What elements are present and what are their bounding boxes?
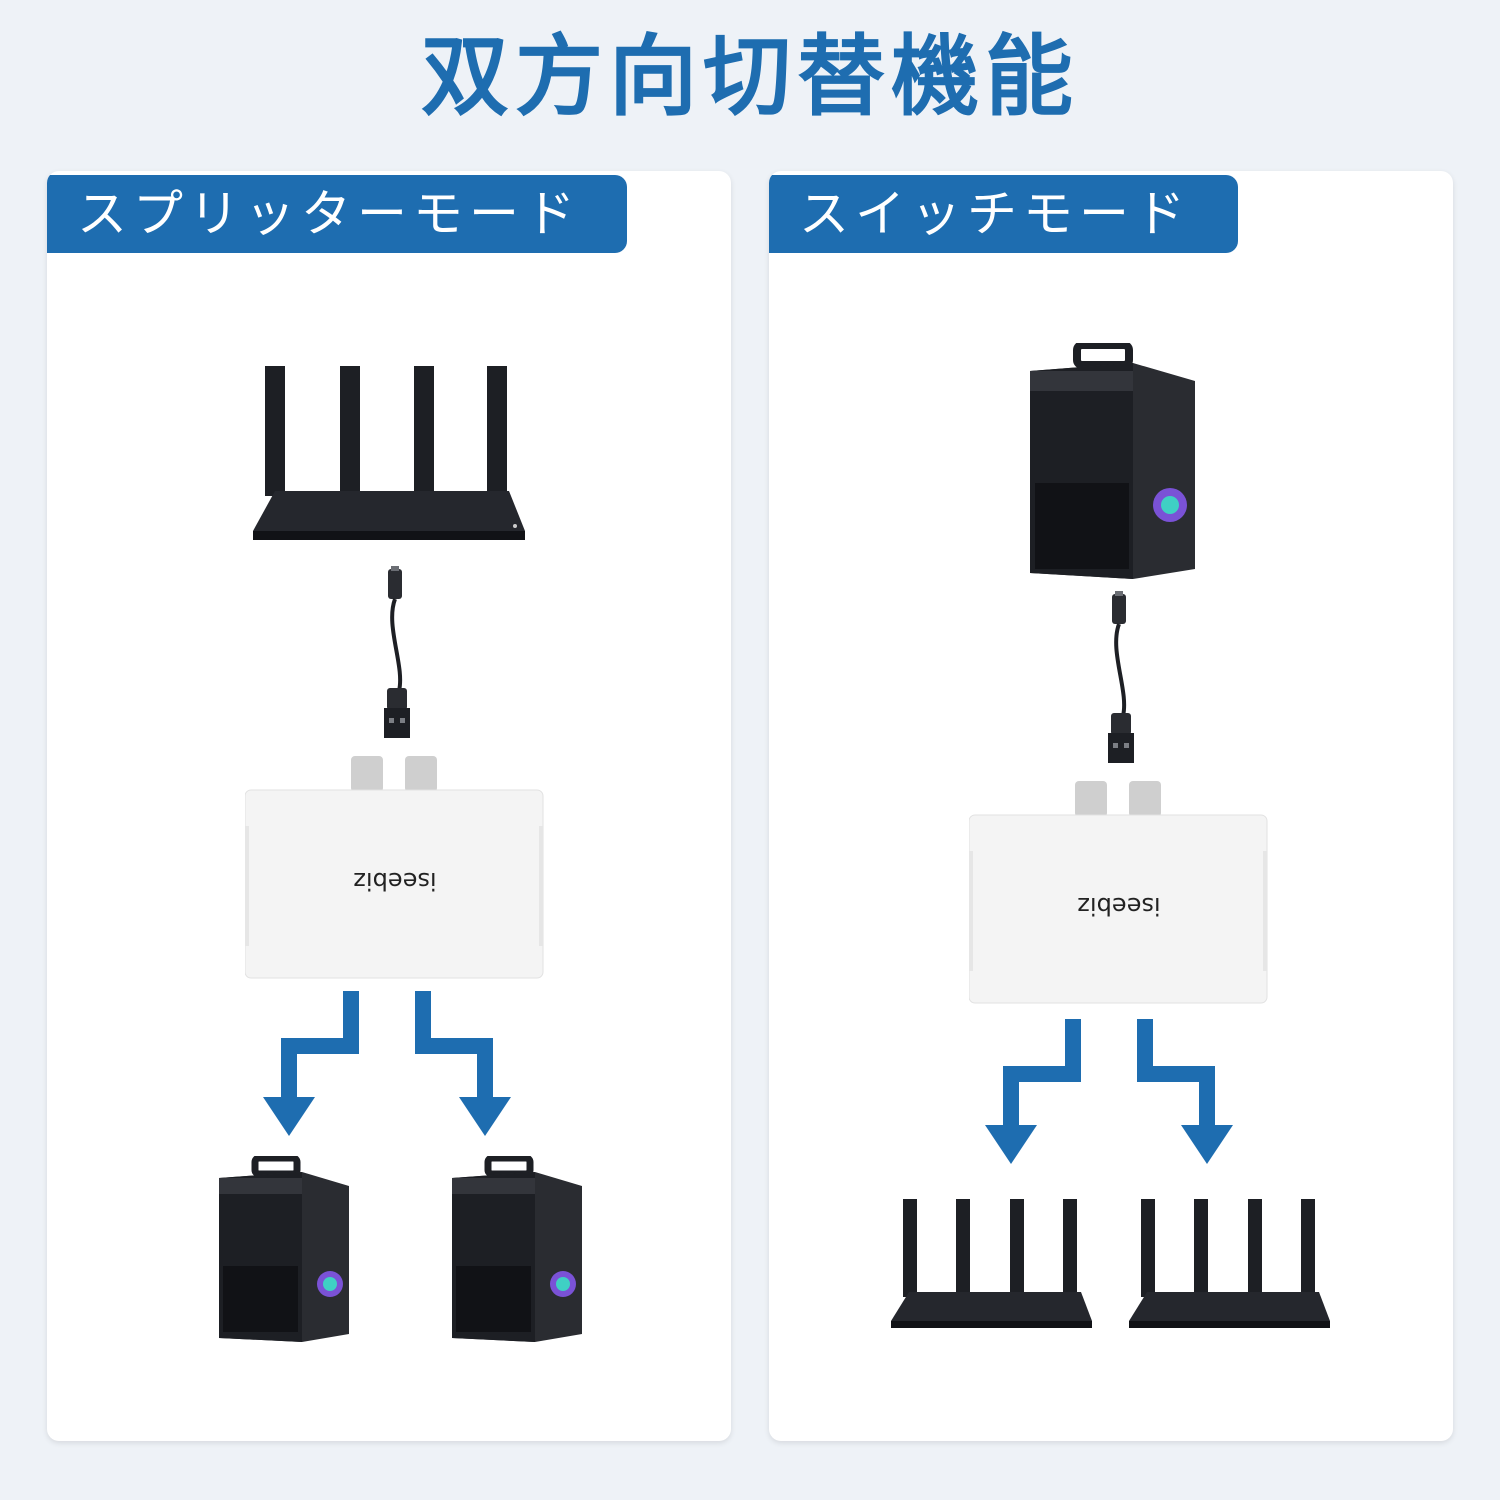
- page-title: 双方向切替機能: [420, 25, 1079, 128]
- router-icon: [889, 1196, 1094, 1331]
- router-icon: [1127, 1196, 1332, 1331]
- router-icon: [247, 361, 527, 546]
- pc-tower-icon: [450, 1156, 585, 1346]
- splitter-mode-panel: スプリッターモード: [47, 171, 731, 1441]
- usb-cable-icon: [377, 566, 417, 741]
- split-arrows: [247, 991, 527, 1141]
- usb-cable-icon: [1101, 591, 1141, 766]
- usb-switch-device: iseebiz: [245, 756, 545, 986]
- switch-brand-label: iseebiz: [353, 867, 436, 895]
- pc-tower-icon: [1027, 343, 1199, 583]
- usb-switch-device: iseebiz: [969, 781, 1269, 1011]
- switch-mode-label: スイッチモード: [769, 175, 1238, 253]
- split-arrows: [969, 1019, 1249, 1169]
- switch-mode-panel: スイッチモード i: [769, 171, 1453, 1441]
- splitter-mode-label: スプリッターモード: [47, 175, 627, 253]
- switch-brand-label: iseebiz: [1077, 892, 1160, 920]
- pc-tower-icon: [217, 1156, 352, 1346]
